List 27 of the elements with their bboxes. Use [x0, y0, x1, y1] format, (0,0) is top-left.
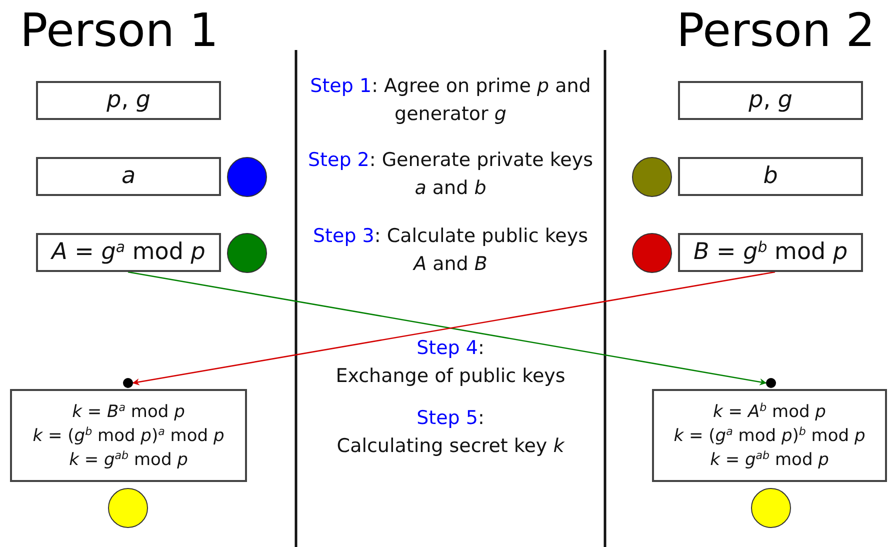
formula-text: b — [763, 162, 778, 192]
formula-text: A = g$^{a}$ mod p — [52, 236, 206, 268]
value-box — [678, 81, 863, 120]
formula-text: k = A$^{b}$ mod p — [713, 400, 826, 424]
step-text: Step 1: Agree on prime p and generator g — [309, 74, 592, 127]
value-box — [678, 233, 863, 272]
formula-text: k = (g$^{a}$ mod p)$^{b}$ mod p — [674, 424, 866, 448]
formula-text: a — [121, 162, 136, 192]
step-text: Step 3: Calculate public keys A and B — [312, 224, 589, 277]
formula-text: k = g$^{ab}$ mod p — [710, 448, 829, 472]
value-box — [678, 157, 863, 196]
heading: Person 1 — [20, 2, 218, 58]
formula-text: k = B$^{a}$ mod p — [72, 400, 185, 424]
step-text: Step 2: Generate private keys a and b — [307, 148, 594, 201]
step-text: Step 5: Calculating secret key k — [336, 406, 566, 459]
formula-box — [10, 389, 247, 482]
formula-box — [652, 389, 887, 482]
step-text: Step 4: Exchange of public keys — [334, 336, 566, 389]
formula-text: B = g$^{b}$ mod p — [693, 236, 848, 268]
formula-text: p, g — [748, 86, 792, 116]
formula-text: p, g — [106, 86, 150, 116]
value-box — [36, 81, 221, 120]
value-box — [36, 233, 221, 272]
heading: Person 2 — [676, 2, 875, 58]
formula-text: k = (g$^{b}$ mod p)$^{a}$ mod p — [32, 424, 224, 448]
value-box — [36, 157, 221, 196]
formula-text: k = g$^{ab}$ mod p — [69, 448, 188, 472]
